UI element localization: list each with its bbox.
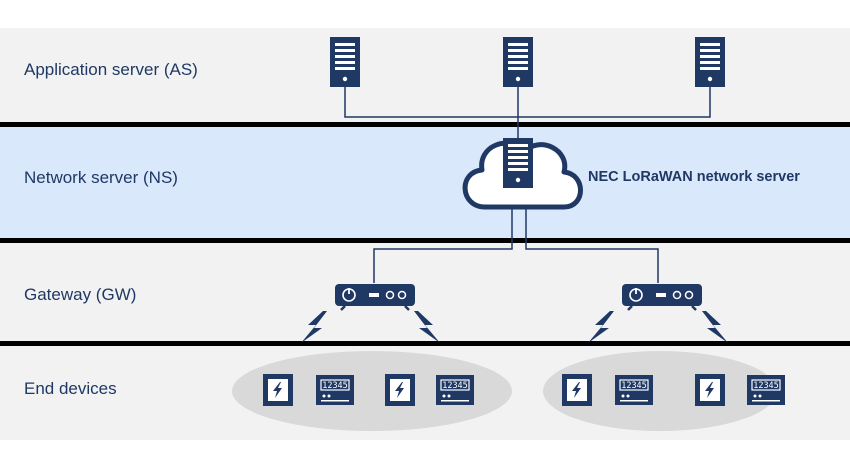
power-meter-icon — [263, 374, 293, 406]
server-icon — [330, 37, 360, 87]
meter-display-text: 12345 — [621, 381, 647, 391]
power-meter-icon — [562, 374, 592, 406]
server-icon — [695, 37, 725, 87]
layer-label-gateway: Gateway (GW) — [24, 285, 137, 304]
band-gateway — [0, 243, 850, 342]
end-device-group-2 — [543, 351, 777, 431]
power-meter-icon — [385, 374, 415, 406]
layer-label-network-server: Network server (NS) — [24, 168, 178, 187]
meter-display-text: 12345 — [442, 381, 468, 391]
connection-ns-gateway-2 — [525, 205, 659, 283]
layer-label-application-server: Application server (AS) — [24, 60, 198, 79]
meter-display-text: 12345 — [322, 381, 348, 391]
server-icon — [503, 37, 533, 87]
end-device-group-1 — [232, 351, 512, 431]
digital-meter-icon: 12345 — [746, 374, 786, 406]
divider-as-ns — [0, 122, 850, 127]
digital-meter-icon: 12345 — [315, 374, 355, 406]
digital-meter-icon: 12345 — [435, 374, 475, 406]
power-meter-icon — [695, 374, 725, 406]
network-server-product-label: NEC LoRaWAN network server — [588, 169, 800, 185]
meter-display-text: 12345 — [753, 381, 779, 391]
band-network-server — [0, 127, 850, 239]
divider-gw-ed — [0, 341, 850, 346]
server-icon — [503, 138, 533, 188]
divider-ns-gw — [0, 238, 850, 243]
digital-meter-icon: 12345 — [614, 374, 654, 406]
layer-label-end-devices: End devices — [24, 379, 117, 398]
connection-as-servers — [344, 86, 711, 118]
connection-ns-gateway-1 — [373, 205, 513, 283]
